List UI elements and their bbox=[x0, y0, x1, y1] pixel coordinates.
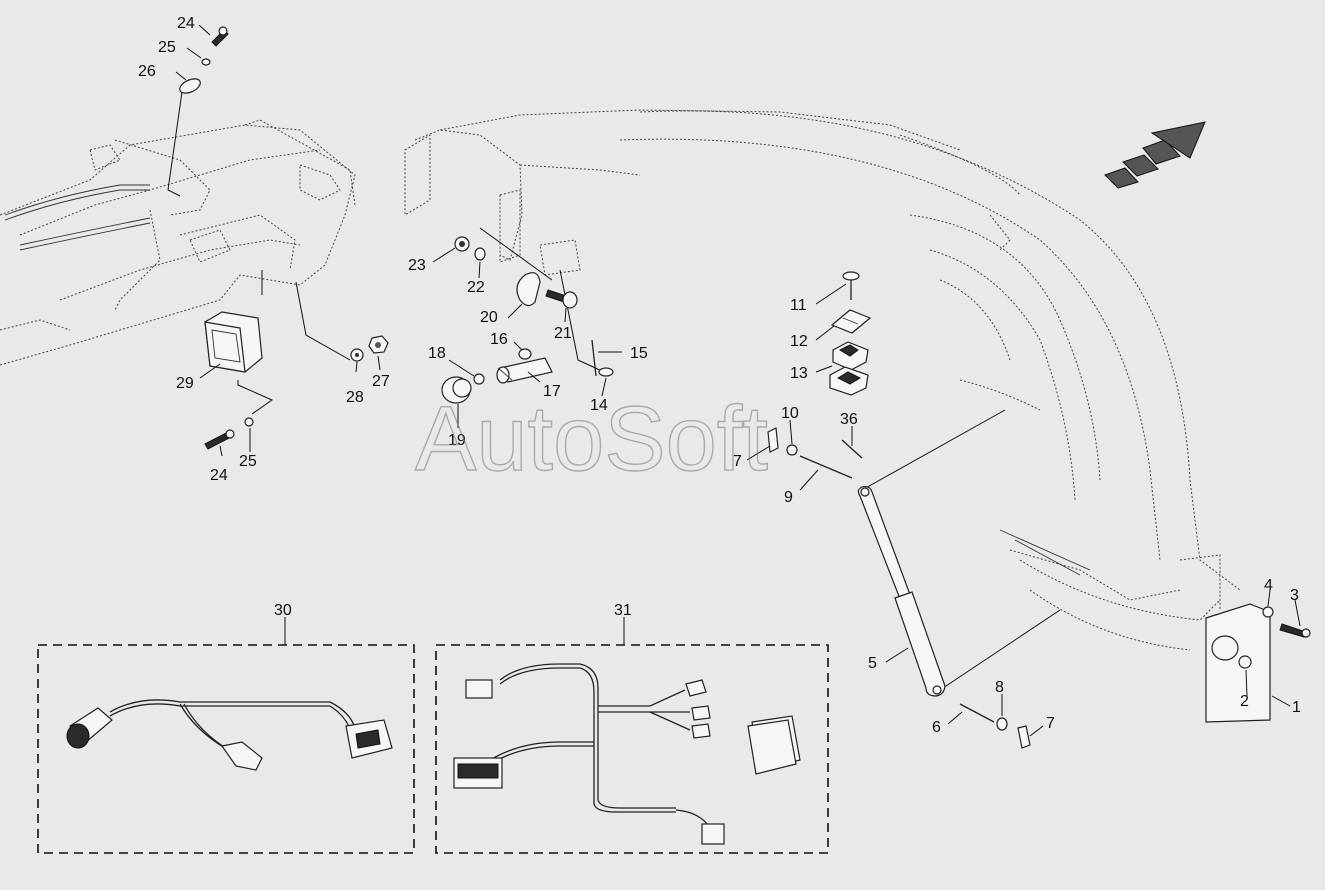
bolt-11 bbox=[842, 271, 860, 300]
watermark: AutoSoft bbox=[415, 388, 768, 490]
callout-12: 12 bbox=[790, 333, 808, 350]
callout-31: 31 bbox=[614, 602, 632, 619]
callout-19: 19 bbox=[448, 432, 466, 449]
callout-25-top: 25 bbox=[158, 39, 176, 56]
bolt-24-top bbox=[211, 26, 229, 47]
callout-15: 15 bbox=[630, 345, 648, 362]
callout-24-top: 24 bbox=[177, 15, 195, 32]
callout-16: 16 bbox=[490, 331, 508, 348]
callout-18: 18 bbox=[428, 345, 446, 362]
callout-9: 9 bbox=[784, 489, 793, 506]
callout-13: 13 bbox=[790, 365, 808, 382]
bolt-3 bbox=[1279, 623, 1311, 638]
callout-25-bottom: 25 bbox=[239, 453, 257, 470]
pin-6 bbox=[959, 703, 995, 723]
clip-13 bbox=[829, 341, 869, 396]
callout-20: 20 bbox=[480, 309, 498, 326]
callout-26: 26 bbox=[138, 63, 156, 80]
clamp-20 bbox=[516, 272, 541, 307]
callout-4: 4 bbox=[1264, 577, 1273, 594]
callout-36: 36 bbox=[840, 411, 858, 428]
callout-21: 21 bbox=[554, 325, 572, 342]
callout-5: 5 bbox=[868, 655, 877, 672]
pin-15 bbox=[591, 339, 614, 377]
callout-8: 8 bbox=[995, 679, 1004, 696]
knob-19 bbox=[441, 376, 472, 404]
washer-8 bbox=[996, 717, 1008, 731]
callout-7-upper: 7 bbox=[733, 453, 742, 470]
work-lamp-29 bbox=[204, 311, 263, 373]
sensor-17 bbox=[496, 357, 553, 384]
callout-3: 3 bbox=[1290, 587, 1299, 604]
washer-10 bbox=[786, 444, 798, 456]
callout-labels: 24 25 26 29 27 28 24 25 23 22 20 21 16 1… bbox=[138, 15, 1301, 736]
washer-16 bbox=[518, 348, 532, 360]
pin-7-lower bbox=[1017, 725, 1031, 749]
callout-27: 27 bbox=[372, 373, 390, 390]
callout-10: 10 bbox=[781, 405, 799, 422]
cab-bracket-assembly bbox=[404, 109, 961, 373]
wiring-harness-30 bbox=[66, 699, 393, 771]
bolt-24-bottom bbox=[204, 429, 235, 450]
grommet-18 bbox=[473, 373, 485, 385]
washer-4 bbox=[1262, 606, 1274, 618]
callout-7-lower: 7 bbox=[1046, 715, 1055, 732]
washer-25-bottom bbox=[244, 417, 254, 427]
left-frame-assembly bbox=[0, 91, 356, 415]
callout-29: 29 bbox=[176, 375, 194, 392]
kit-31-box bbox=[435, 644, 829, 854]
callout-17: 17 bbox=[543, 383, 561, 400]
callout-23: 23 bbox=[408, 257, 426, 274]
washer-22 bbox=[474, 247, 486, 261]
wiring-harness-31 bbox=[453, 663, 801, 845]
callout-30: 30 bbox=[274, 602, 292, 619]
pin-36 bbox=[841, 439, 863, 459]
callout-24-bottom: 24 bbox=[210, 467, 228, 484]
washer-25-top bbox=[201, 58, 211, 66]
pin-7-upper bbox=[767, 427, 779, 453]
callout-28: 28 bbox=[346, 389, 364, 406]
gas-strut-5 bbox=[857, 485, 946, 697]
callout-22: 22 bbox=[467, 279, 485, 296]
kit-30-box bbox=[37, 644, 415, 854]
callout-11: 11 bbox=[790, 297, 807, 314]
plate-26 bbox=[179, 78, 201, 94]
callout-2: 2 bbox=[1240, 693, 1249, 710]
leader-lines bbox=[175, 24, 1301, 737]
front-direction-arrow-icon bbox=[1104, 121, 1206, 189]
callout-1: 1 bbox=[1292, 699, 1301, 716]
callout-6: 6 bbox=[932, 719, 941, 736]
fender-assembly bbox=[619, 110, 1241, 691]
pin-9 bbox=[799, 455, 853, 479]
callout-14: 14 bbox=[590, 397, 608, 414]
bracket-1 bbox=[1205, 603, 1271, 723]
bolt-21 bbox=[545, 289, 578, 309]
